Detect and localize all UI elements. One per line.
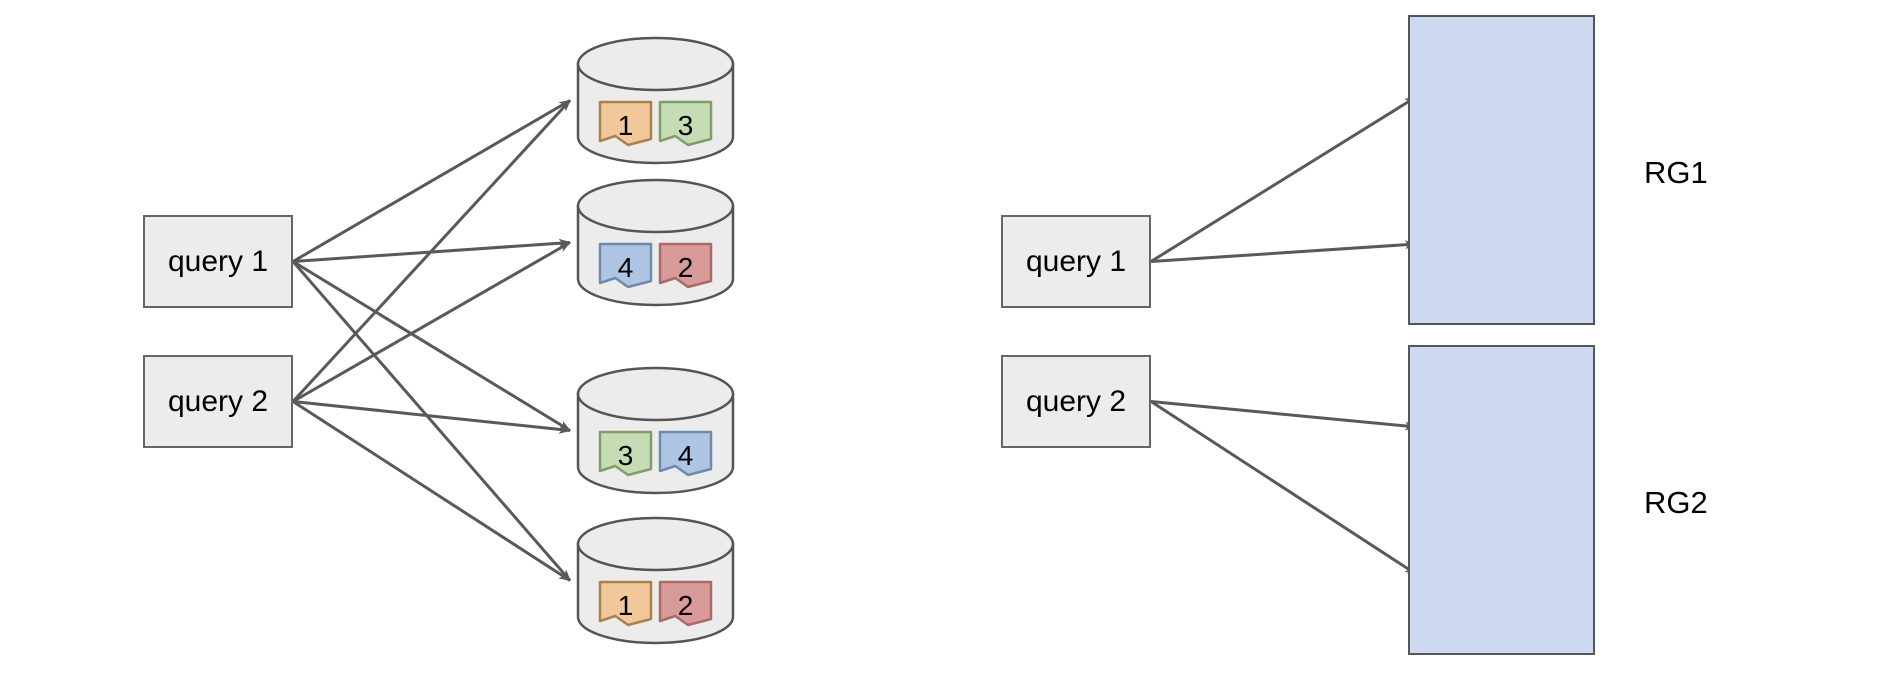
cylinder-top [576, 516, 735, 572]
edge-right-3 [1150, 400, 1417, 576]
right-query-label-1: query 1 [1025, 244, 1127, 278]
chip-node-1-1-shape [658, 100, 713, 147]
chip-node-3-1-value: 4 [678, 440, 694, 471]
edge-left-5 [292, 241, 571, 403]
chip-node-1-1-value: 3 [678, 110, 694, 141]
replication-group-box-RG1[interactable] [1408, 15, 1595, 325]
left-panel-edges [291, 99, 572, 582]
left-query-box-2[interactable]: query 2 [143, 355, 293, 448]
chip-node-4-0-shape [598, 580, 653, 627]
chip-node-2-1-value: 2 [678, 252, 694, 283]
left-query-box-1[interactable]: query 1 [143, 215, 293, 308]
right-query-box-2[interactable]: query 2 [1001, 355, 1151, 448]
edge-left-2 [292, 260, 571, 432]
left-query-label-1: query 1 [167, 244, 269, 278]
chip-node-4-0-value: 1 [618, 590, 634, 621]
edge-left-6 [292, 400, 571, 434]
cylinder-top [576, 366, 735, 422]
right-query-box-1[interactable]: query 1 [1001, 215, 1151, 308]
edge-right-1 [1150, 240, 1417, 263]
edge-right-0 [1150, 95, 1417, 263]
chip-node-4-1-shape [658, 580, 713, 627]
chip-node-1-0-shape [598, 100, 653, 147]
replication-group-label-RG1: RG1 [1644, 155, 1708, 190]
edge-left-4 [291, 99, 572, 403]
edge-left-3 [291, 260, 572, 582]
right-query-label-2: query 2 [1025, 384, 1127, 418]
left-query-label-2: query 2 [167, 384, 269, 418]
chip-node-2-1-shape [658, 242, 713, 289]
edge-right-2 [1150, 400, 1417, 431]
chip-node-1-0-value: 1 [618, 110, 634, 141]
edge-left-7 [292, 400, 571, 582]
chip-node-3-1-shape [658, 430, 713, 477]
chip-node-4-1-value: 2 [678, 590, 694, 621]
chip-node-2-0-value: 4 [618, 252, 634, 283]
right-panel-edges [1150, 95, 1417, 576]
chip-node-2-0-shape [598, 242, 653, 289]
replication-group-label-RG2: RG2 [1644, 485, 1708, 520]
cylinder-top [576, 36, 735, 92]
chip-node-3-0-shape [598, 430, 653, 477]
replication-group-box-RG2[interactable] [1408, 345, 1595, 655]
chip-node-3-0-value: 3 [618, 440, 634, 471]
cylinder-top [576, 178, 735, 234]
edge-left-0 [292, 99, 571, 263]
